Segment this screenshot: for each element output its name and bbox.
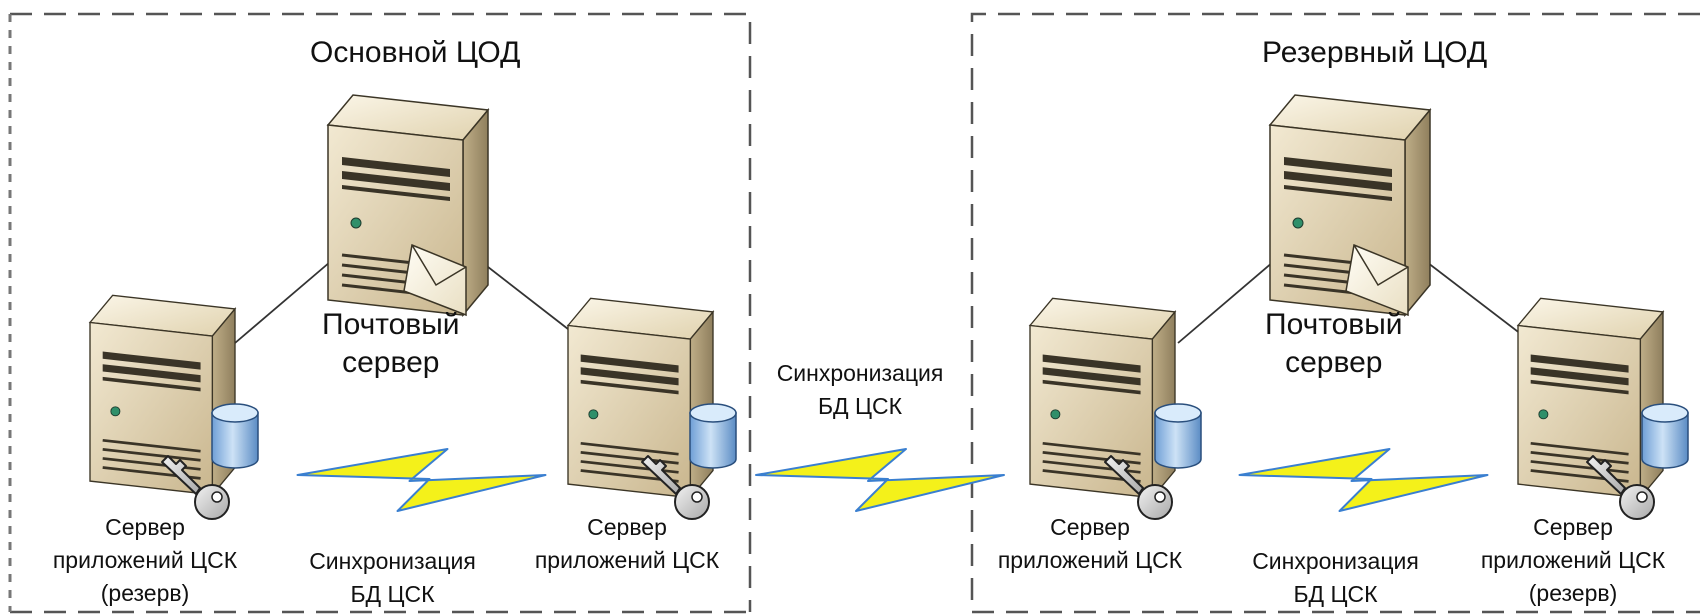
backup-right-database-icon [1641, 403, 1689, 469]
intersite-sync-label: Синхронизация БД ЦСК [755, 357, 965, 423]
primary-app-server-left-line1: Сервер [105, 514, 185, 540]
backup-app-server-right-line3: (резерв) [1528, 580, 1618, 606]
backup-datacenter-boundary [970, 12, 1700, 614]
primary-datacenter-title: Основной ЦОД [310, 36, 521, 69]
intersite-sync-label-line2: БД ЦСК [817, 393, 903, 419]
backup-app-server-right-line1: Сервер [1533, 514, 1613, 540]
backup-datacenter-title: Резервный ЦОД [1262, 36, 1488, 69]
primary-mail-server-label-line2: сервер [342, 346, 440, 379]
primary-sync-label: Синхронизация БД ЦСК [285, 545, 500, 611]
primary-app-server-right-line2: приложений ЦСК [534, 547, 720, 573]
primary-sync-label-line1: Синхронизация [309, 548, 476, 574]
backup-app-server-left-icon [1028, 296, 1177, 500]
backup-app-server-left-label: Сервер приложений ЦСК [975, 511, 1205, 577]
primary-app-server-right-icon [566, 296, 715, 500]
backup-sync-bolt-icon [1238, 447, 1489, 513]
primary-app-server-left-line2: приложений ЦСК [52, 547, 238, 573]
backup-sync-label-line2: БД ЦСК [1293, 581, 1378, 607]
backup-app-server-right-label: Сервер приложений ЦСК (резерв) [1458, 511, 1688, 610]
primary-right-database-icon [689, 403, 737, 469]
primary-app-server-left-icon [88, 293, 237, 497]
backup-app-server-left-line1: Сервер [1050, 514, 1130, 540]
primary-app-server-right-label: Сервер приложений ЦСК [512, 511, 742, 577]
primary-left-database-icon [211, 403, 259, 469]
primary-datacenter-boundary [8, 12, 752, 614]
primary-app-server-left-label: Сервер приложений ЦСК (резерв) [30, 511, 260, 610]
backup-left-database-icon [1154, 403, 1202, 469]
intersite-sync-label-line1: Синхронизация [776, 360, 944, 386]
primary-app-server-left-line3: (резерв) [100, 580, 190, 606]
backup-app-server-right-icon [1516, 296, 1665, 500]
backup-connectors [1177, 252, 1531, 344]
backup-app-server-left-line2: приложений ЦСК [997, 547, 1183, 573]
backup-mail-server-label-line2: сервер [1285, 346, 1383, 379]
primary-app-server-right-line1: Сервер [587, 514, 667, 540]
primary-sync-bolt-icon [296, 447, 547, 513]
backup-mail-server-label-line1: Почтовый [1265, 308, 1403, 341]
intersite-sync-bolt-icon [754, 447, 1006, 513]
primary-sync-label-line2: БД ЦСК [350, 581, 435, 607]
primary-mail-server-label-line1: Почтовый [322, 308, 460, 341]
backup-sync-label: Синхронизация БД ЦСК [1228, 545, 1443, 611]
backup-mail-server-label: Почтовый сервер [1265, 306, 1403, 382]
backup-sync-label-line1: Синхронизация [1252, 548, 1419, 574]
backup-app-server-right-line2: приложений ЦСК [1480, 547, 1666, 573]
primary-mail-server-label: Почтовый сервер [322, 306, 460, 382]
